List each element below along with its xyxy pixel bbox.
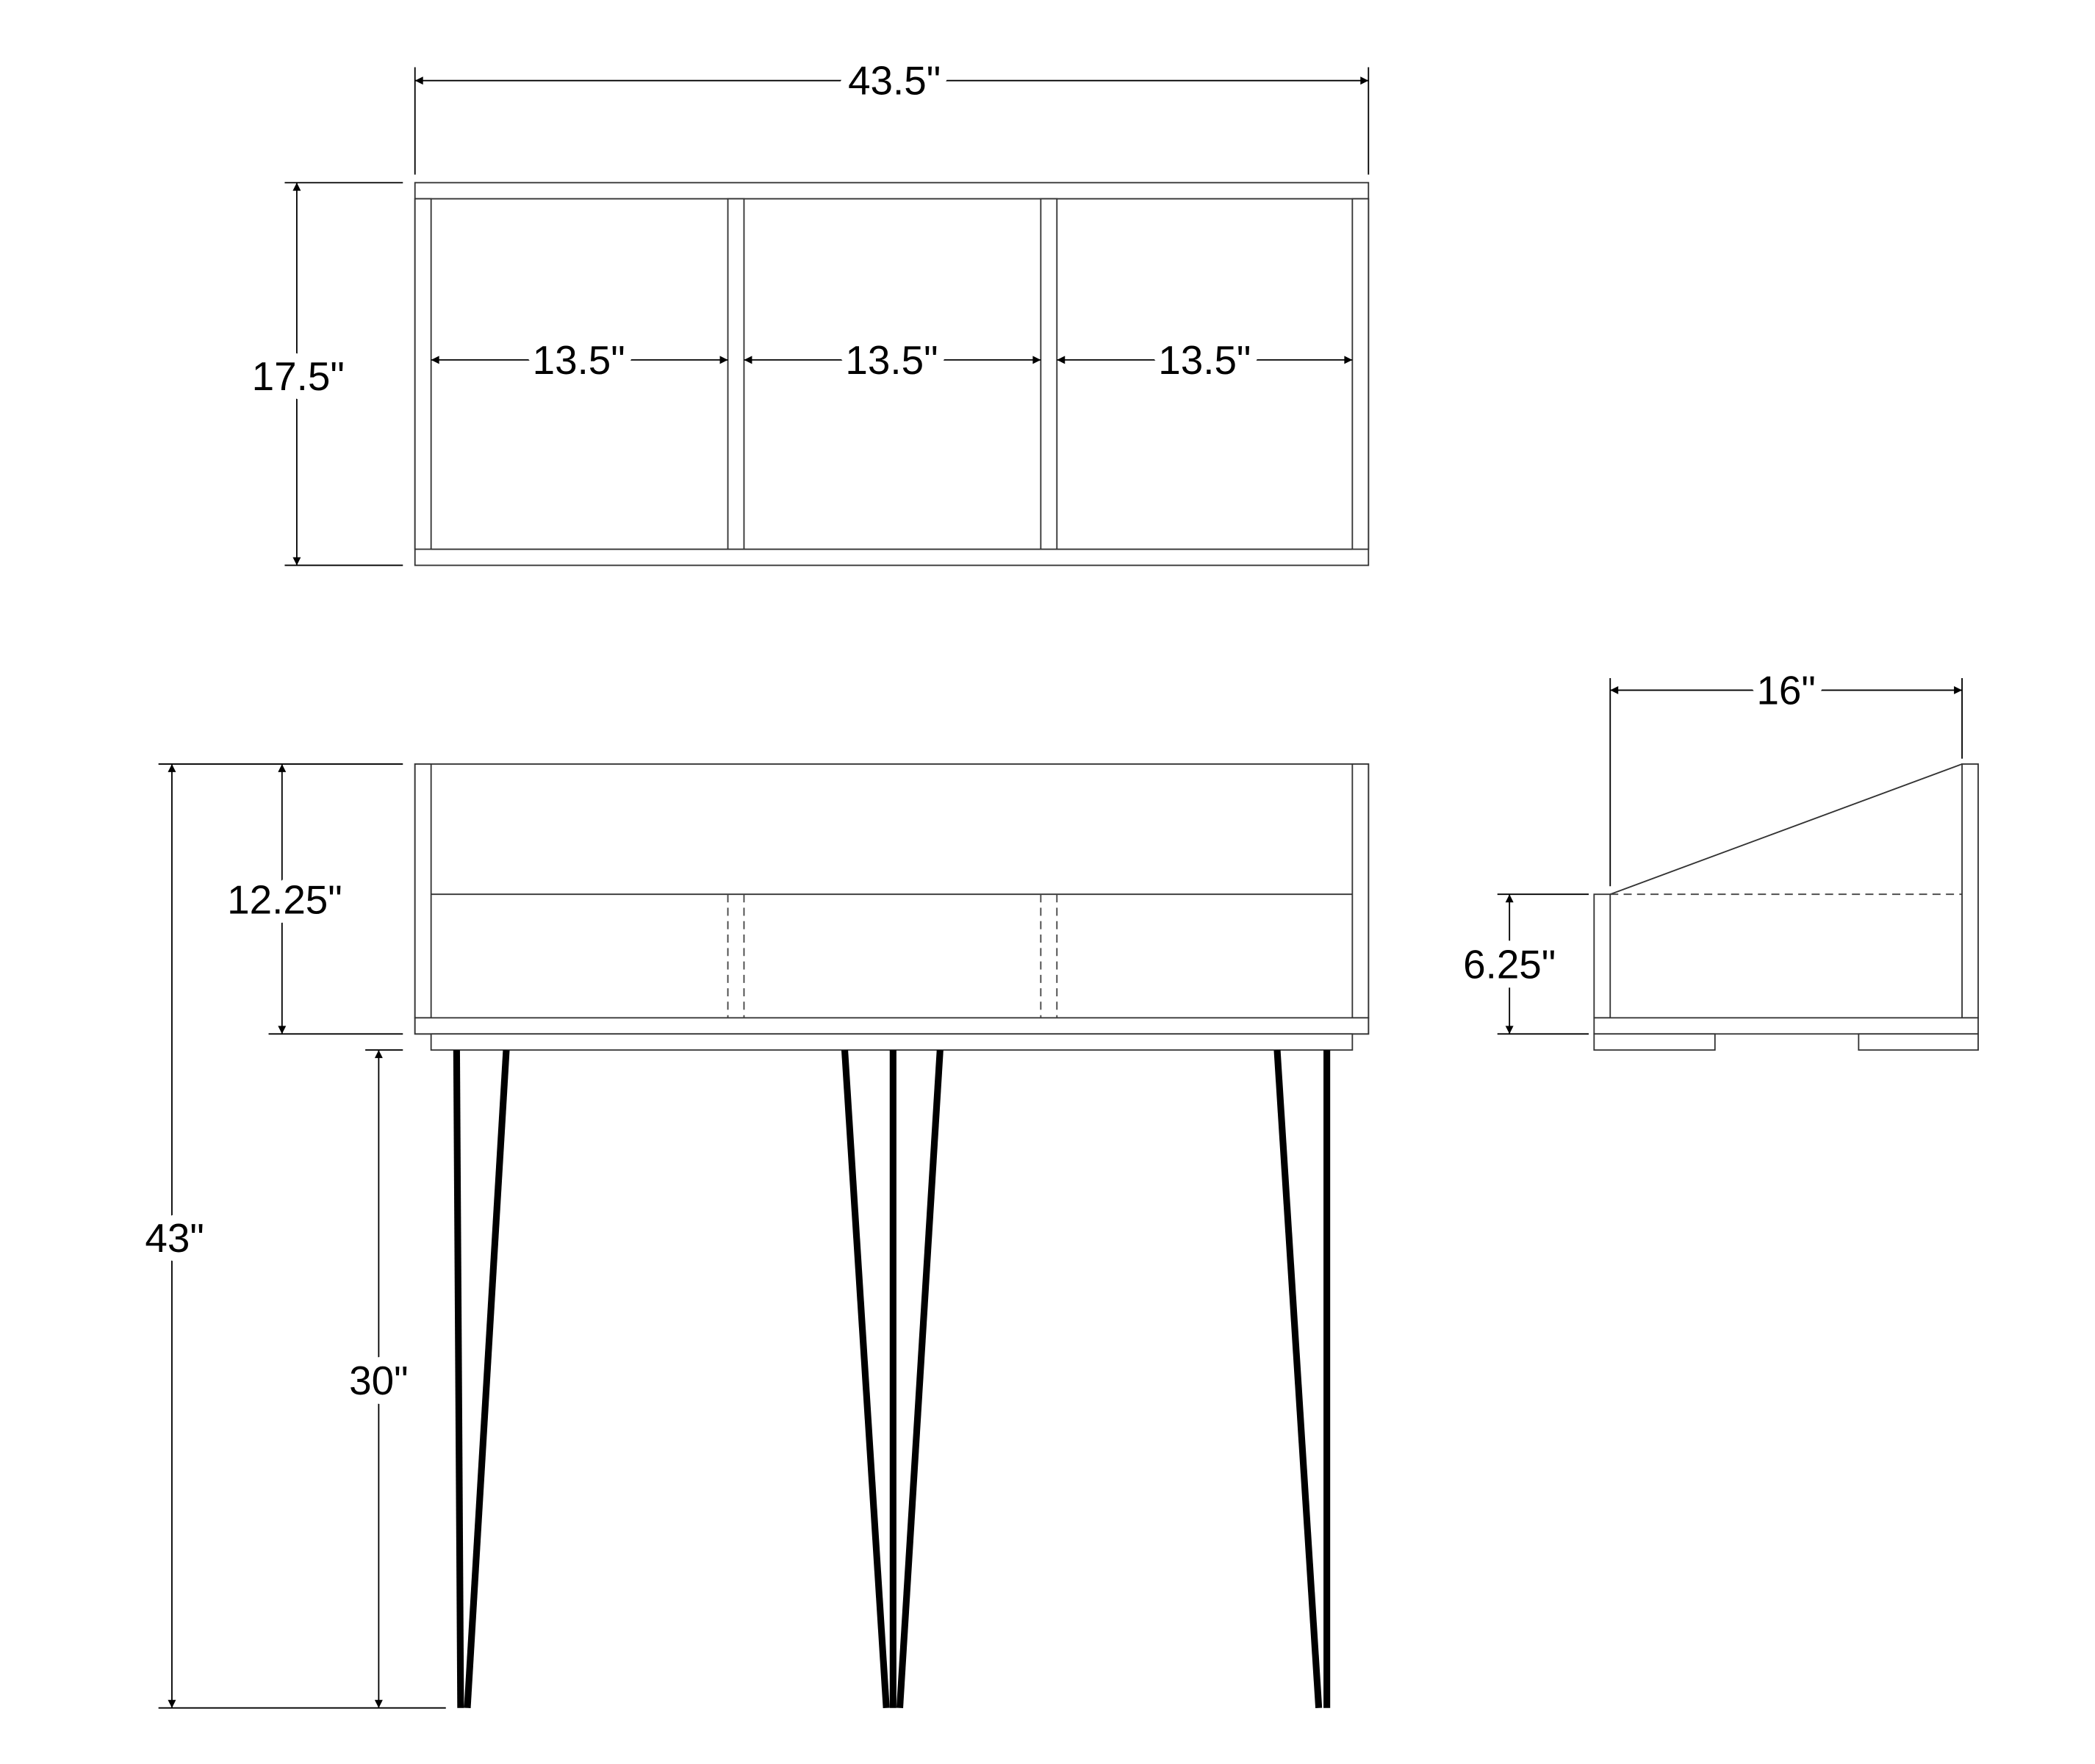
- width-dimension: 43.5": [414, 48, 1370, 175]
- hutch-height-label: 12.25": [227, 877, 342, 923]
- compartment-dimensions: 13.5" 13.5" 13.5": [431, 328, 1353, 392]
- total-height-label: 43": [145, 1215, 204, 1261]
- compartment-2-label: 13.5": [845, 337, 938, 383]
- hairpin-leg-left: [453, 1049, 510, 1708]
- side-depth-label: 16": [1756, 667, 1815, 713]
- compartment-3-label: 13.5": [1158, 337, 1251, 383]
- divider-right: [1040, 198, 1058, 550]
- side-view: 16" 6.25": [1453, 658, 1979, 1051]
- front-panel-height-dimension: 6.25": [1453, 893, 1589, 1035]
- depth-label: 17.5": [252, 353, 345, 399]
- leg-height-label: 30": [349, 1358, 408, 1403]
- compartment-1-label: 13.5": [533, 337, 625, 383]
- side-foot-back: [1858, 1033, 1979, 1051]
- hairpin-leg-right: [1273, 1049, 1331, 1709]
- depth-dimension: 17.5": [242, 181, 403, 566]
- front-view: 43" 12.25" 30": [136, 763, 1370, 1709]
- front-panel-height-label: 6.25": [1463, 941, 1556, 987]
- divider-left: [727, 198, 745, 550]
- total-height-dimension: 43": [136, 763, 446, 1709]
- width-label: 43.5": [848, 58, 941, 104]
- hutch-height-dimension: 12.25": [218, 763, 403, 1035]
- leg-height-dimension: 30": [339, 1049, 417, 1708]
- side-foot-front: [1593, 1033, 1716, 1051]
- top-view: 43.5" 17.5" 13.5" 13.5" 13.5": [242, 48, 1370, 566]
- desk-top-plank: [430, 1033, 1354, 1051]
- side-depth-dimension: 16": [1609, 658, 1963, 887]
- hairpin-leg-middle: [841, 1049, 944, 1709]
